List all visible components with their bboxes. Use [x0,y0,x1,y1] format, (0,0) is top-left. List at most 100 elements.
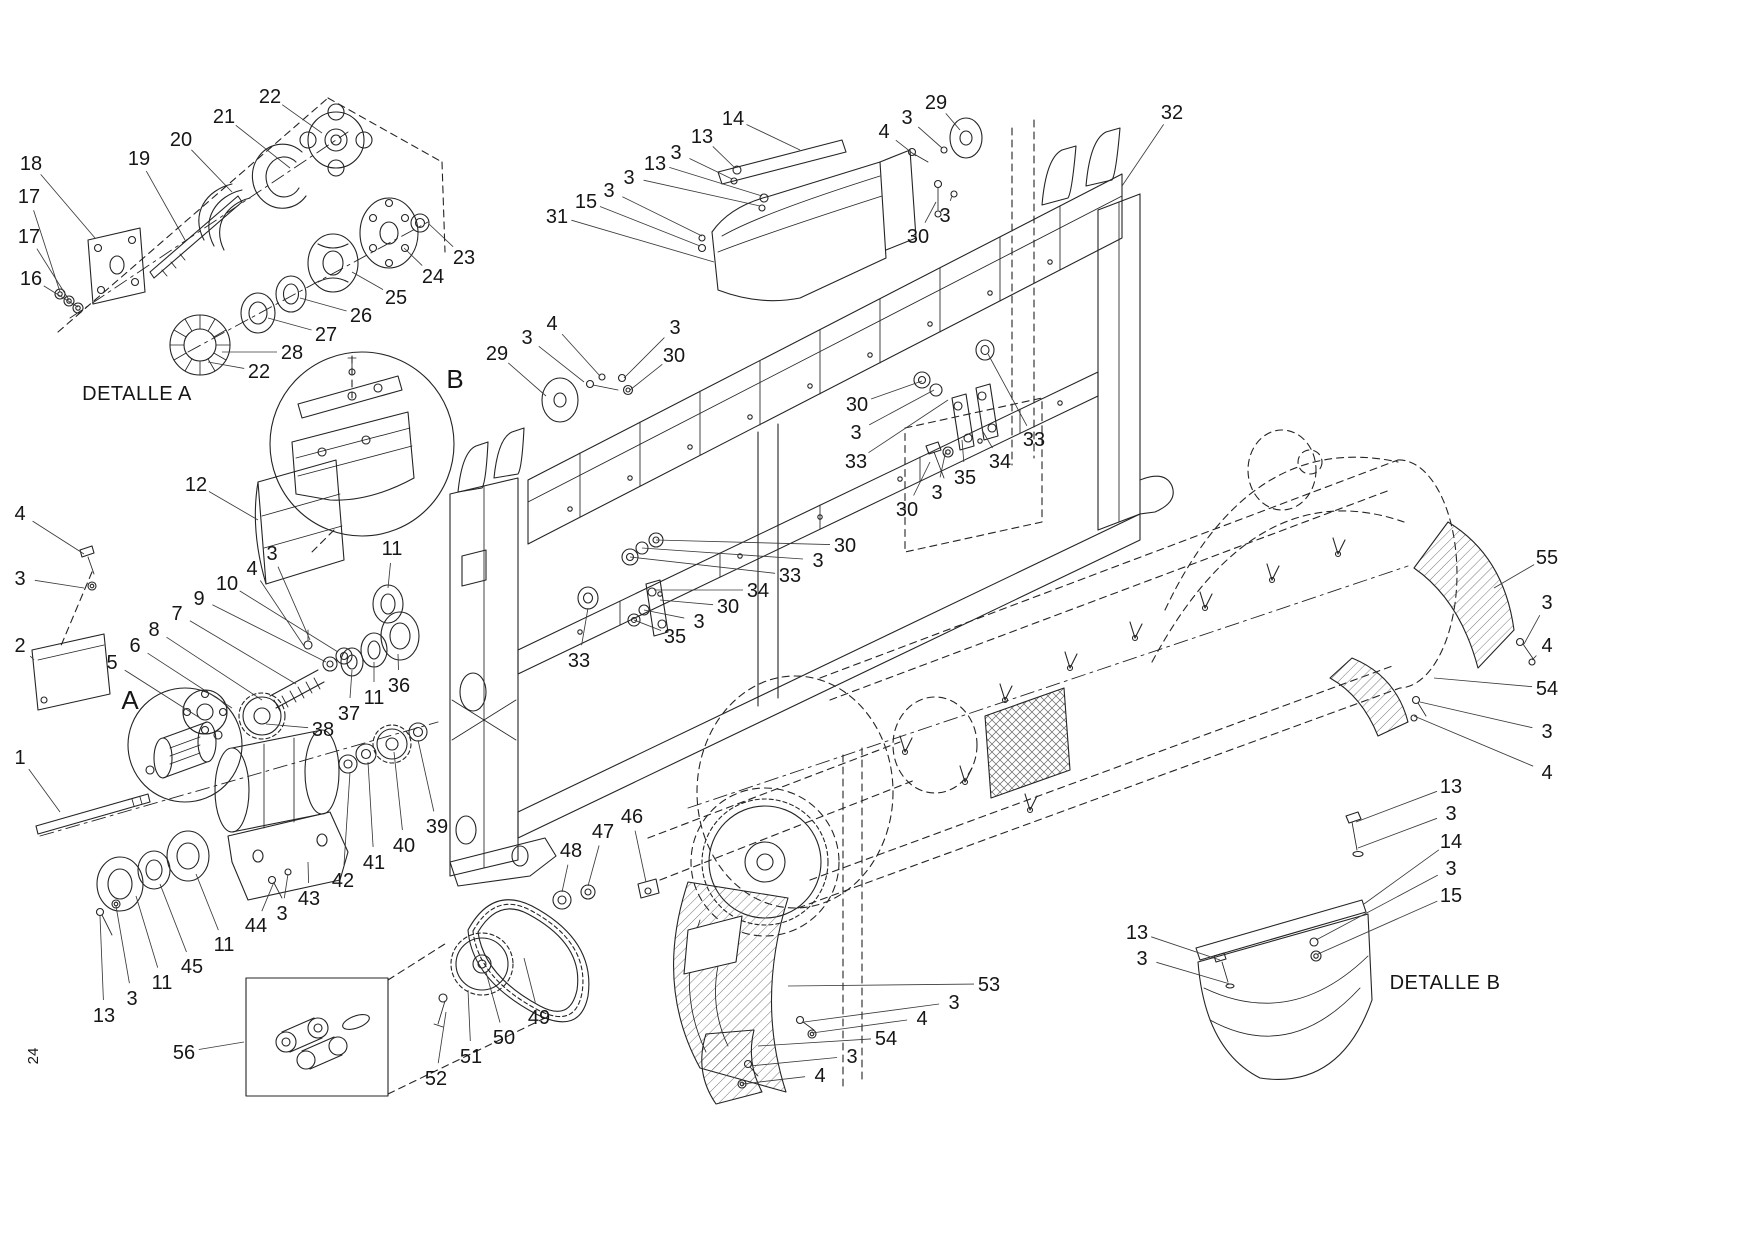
part-callout-3: 3 [126,988,137,1010]
part-callout-9: 9 [193,588,204,610]
leader-line [145,170,186,241]
part-callout-41: 41 [363,852,385,874]
part-callout-46: 46 [621,806,643,828]
leader-line [523,957,536,1003]
leader-line [261,881,275,912]
leader-line [428,223,454,248]
part-callout-22: 22 [259,86,281,108]
leader-line [508,362,547,397]
leader-line [403,247,423,266]
leader-line [198,1041,245,1050]
part-callout-30: 30 [663,345,685,367]
part-callout-13: 13 [644,153,666,175]
part-callout-23: 23 [453,247,475,269]
chain-drive [433,787,840,1028]
leader-line [787,983,975,987]
part-callout-6: 6 [129,635,140,657]
part-callout-56: 56 [173,1042,195,1064]
detail-a-title: DETALLE A [82,383,192,405]
leader-line [634,830,647,883]
part-callout-3: 3 [521,327,532,349]
part-callout-17: 17 [18,226,40,248]
drum-details [899,537,1346,814]
leader-line [623,337,665,379]
leader-line [166,636,263,701]
part-callout-50: 50 [493,1027,515,1049]
leader-line [987,353,1028,427]
part-callout-43: 43 [298,888,320,910]
part-callout-28: 28 [281,342,303,364]
part-callout-34: 34 [989,451,1011,473]
part-callout-4: 4 [14,503,25,525]
leader-line [669,166,763,197]
detail-marker-b: B [446,364,463,394]
leader-line [207,361,245,369]
leader-line [571,219,715,263]
part-callout-2: 2 [14,635,25,657]
leader-line [811,1019,908,1034]
part-callout-3: 3 [669,317,680,339]
leader-line [1419,701,1533,729]
part-callout-11: 11 [152,972,173,994]
leader-line [641,547,804,560]
drum-tines [899,537,1346,814]
leader-line [281,104,323,134]
part-callout-54: 54 [875,1028,897,1050]
leader-line [32,520,85,555]
part-callout-33: 33 [845,451,867,473]
part-callout-51: 51 [460,1046,482,1068]
part-callout-36: 36 [388,675,410,697]
part-callout-30: 30 [896,499,918,521]
part-callout-30: 30 [907,226,929,248]
leader-line [945,113,961,131]
detail-b-inset [1195,811,1373,1080]
part-callout-35: 35 [664,626,686,648]
part-callout-4: 4 [916,1008,927,1030]
leader-line [689,158,733,180]
part-callout-54: 54 [1536,678,1558,700]
leader-line [1317,900,1438,955]
leader-line [189,620,297,685]
callout-labels: 2221201918171716232425262728221413313331… [14,86,1558,1090]
leader-line [191,149,233,193]
part-callout-7: 7 [171,603,182,625]
part-callout-22: 22 [248,361,270,383]
part-callout-11: 11 [214,934,235,956]
leader-line [467,989,471,1042]
main-frame [449,127,1174,887]
plate-2 [31,545,111,711]
part-callout-33: 33 [568,650,590,672]
leader-line [135,895,159,968]
part-callout-3: 3 [931,482,942,504]
shield-12 [254,459,345,585]
leader-line [913,461,931,496]
bottom-shields [673,881,817,1105]
leader-line [868,399,949,454]
leader-line [741,1076,806,1085]
part-callout-27: 27 [315,324,337,346]
leader-line [1156,961,1231,985]
part-callout-4: 4 [814,1065,825,1087]
leader-line [924,201,937,223]
part-callout-13: 13 [1126,922,1148,944]
part-callout-37: 37 [338,703,360,725]
detail-b-title: DETALLE B [1390,972,1501,994]
part-callout-8: 8 [148,619,159,641]
leader-line [629,556,776,574]
part-callout-4: 4 [878,121,889,143]
part-callout-42: 42 [332,870,354,892]
leader-line [212,604,327,663]
leader-line [981,429,993,449]
leader-line [417,739,435,812]
part-callout-3: 3 [901,107,912,129]
part-callout-4: 4 [546,313,557,335]
leader-line [561,333,601,377]
leader-line [34,579,85,589]
part-callout-3: 3 [1541,721,1552,743]
part-callout-3: 3 [603,180,614,202]
leader-line [561,864,569,893]
part-callout-53: 53 [978,974,1000,996]
leader-line [40,174,96,239]
